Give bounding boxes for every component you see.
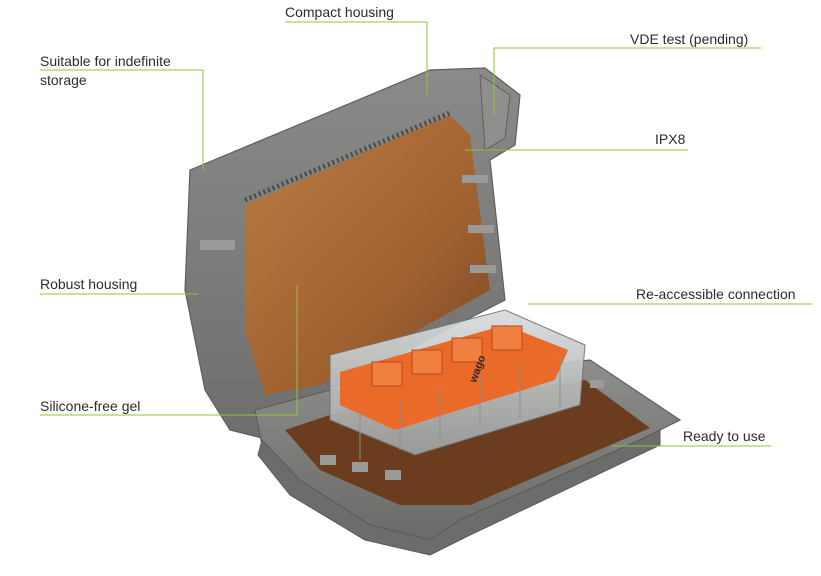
label-robust-housing: Robust housing bbox=[40, 276, 138, 292]
label-silicone-free-gel: Silicone-free gel bbox=[40, 398, 141, 414]
label-ipx8: IPX8 bbox=[655, 131, 686, 147]
leader-indefinite-storage bbox=[40, 69, 204, 170]
leader-lines bbox=[40, 21, 812, 447]
label-indefinite-storage-line2: storage bbox=[40, 72, 87, 88]
label-ready-to-use: Ready to use bbox=[683, 428, 766, 444]
label-vde-test: VDE test (pending) bbox=[630, 31, 749, 47]
wago-connector bbox=[329, 309, 586, 460]
lid bbox=[184, 67, 521, 441]
label-re-accessible: Re-accessible connection bbox=[636, 286, 796, 302]
leader-silicone-free-gel bbox=[40, 285, 298, 416]
leader-compact-housing bbox=[285, 21, 428, 95]
label-compact-housing: Compact housing bbox=[285, 4, 394, 20]
label-indefinite-storage-line1: Suitable for indefinite bbox=[40, 53, 171, 69]
leader-vde-test bbox=[493, 47, 761, 115]
